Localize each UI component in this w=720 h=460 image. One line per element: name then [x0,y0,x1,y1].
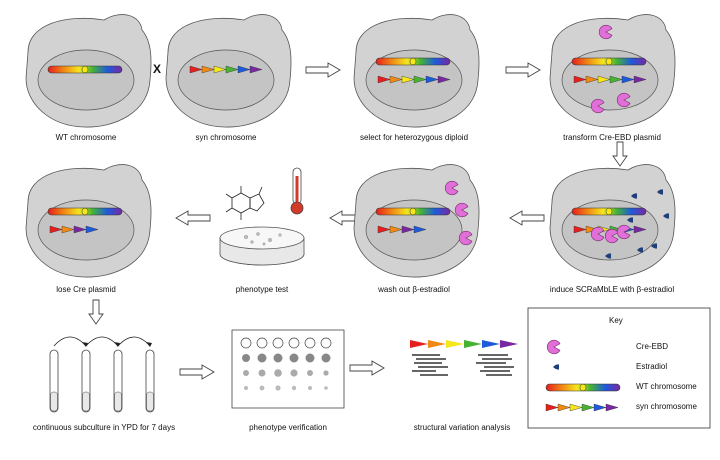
key-box [527,307,711,429]
thermometer-icon [290,167,304,215]
wt-chromosome-bar-icon [545,383,621,392]
label-phenotype-test: phenotype test [235,285,289,294]
subculture-test-tubes [49,336,155,413]
label-phenotype-verification: phenotype verification [249,423,327,432]
arrow-down-1 [612,141,628,167]
structural-variation-reads [410,340,518,376]
cell-syn-chromosome [165,14,292,128]
cell-wt-chromosome [25,14,152,128]
petri-dish-icon [219,226,305,266]
key-title: Key [609,316,623,325]
cell-induced-scramble [549,164,676,278]
phenotype-verification-plate [231,329,345,409]
label-subculture: continuous subculture in YPD for 7 days [32,423,176,432]
arrow-right-2 [505,62,541,78]
arrow-left-3 [509,210,545,226]
label-structural-analysis: structural variation analysis [413,423,511,432]
key-item-estradiol: Estradiol [636,362,668,371]
arrow-right-4 [349,360,385,376]
label-wash-out: wash out β-estradiol [378,285,450,294]
arrow-down-2 [88,299,104,325]
cell-heterozygous-diploid [353,14,480,128]
arrow-right-3 [179,364,215,380]
cell-transformed-plasmid [549,14,676,128]
key-item-syn-chromosome: syn chromosome [636,402,697,411]
arrow-right-1 [305,62,341,78]
key-item-wt-chromosome: WT chromosome [636,382,697,391]
cell-lost-plasmid [25,164,152,278]
caffeine-molecule-icon [225,186,265,220]
label-select-diploid: select for heterozygous diploid [359,133,469,142]
label-wt-chromosome: WT chromosome [55,133,117,142]
key-item-cre-ebd: Cre-EBD [636,342,669,351]
label-lose-plasmid: lose Cre plasmid [56,285,116,294]
label-induce-scramble: induce SCRaMbLE with β-estradiol [549,285,675,294]
arrow-left-1 [175,210,211,226]
cross-symbol: X [152,62,162,76]
label-syn-chromosome: syn chromosome [195,133,257,142]
label-transform-plasmid: transform Cre-EBD plasmid [563,133,661,142]
cell-washed-out [353,164,480,278]
